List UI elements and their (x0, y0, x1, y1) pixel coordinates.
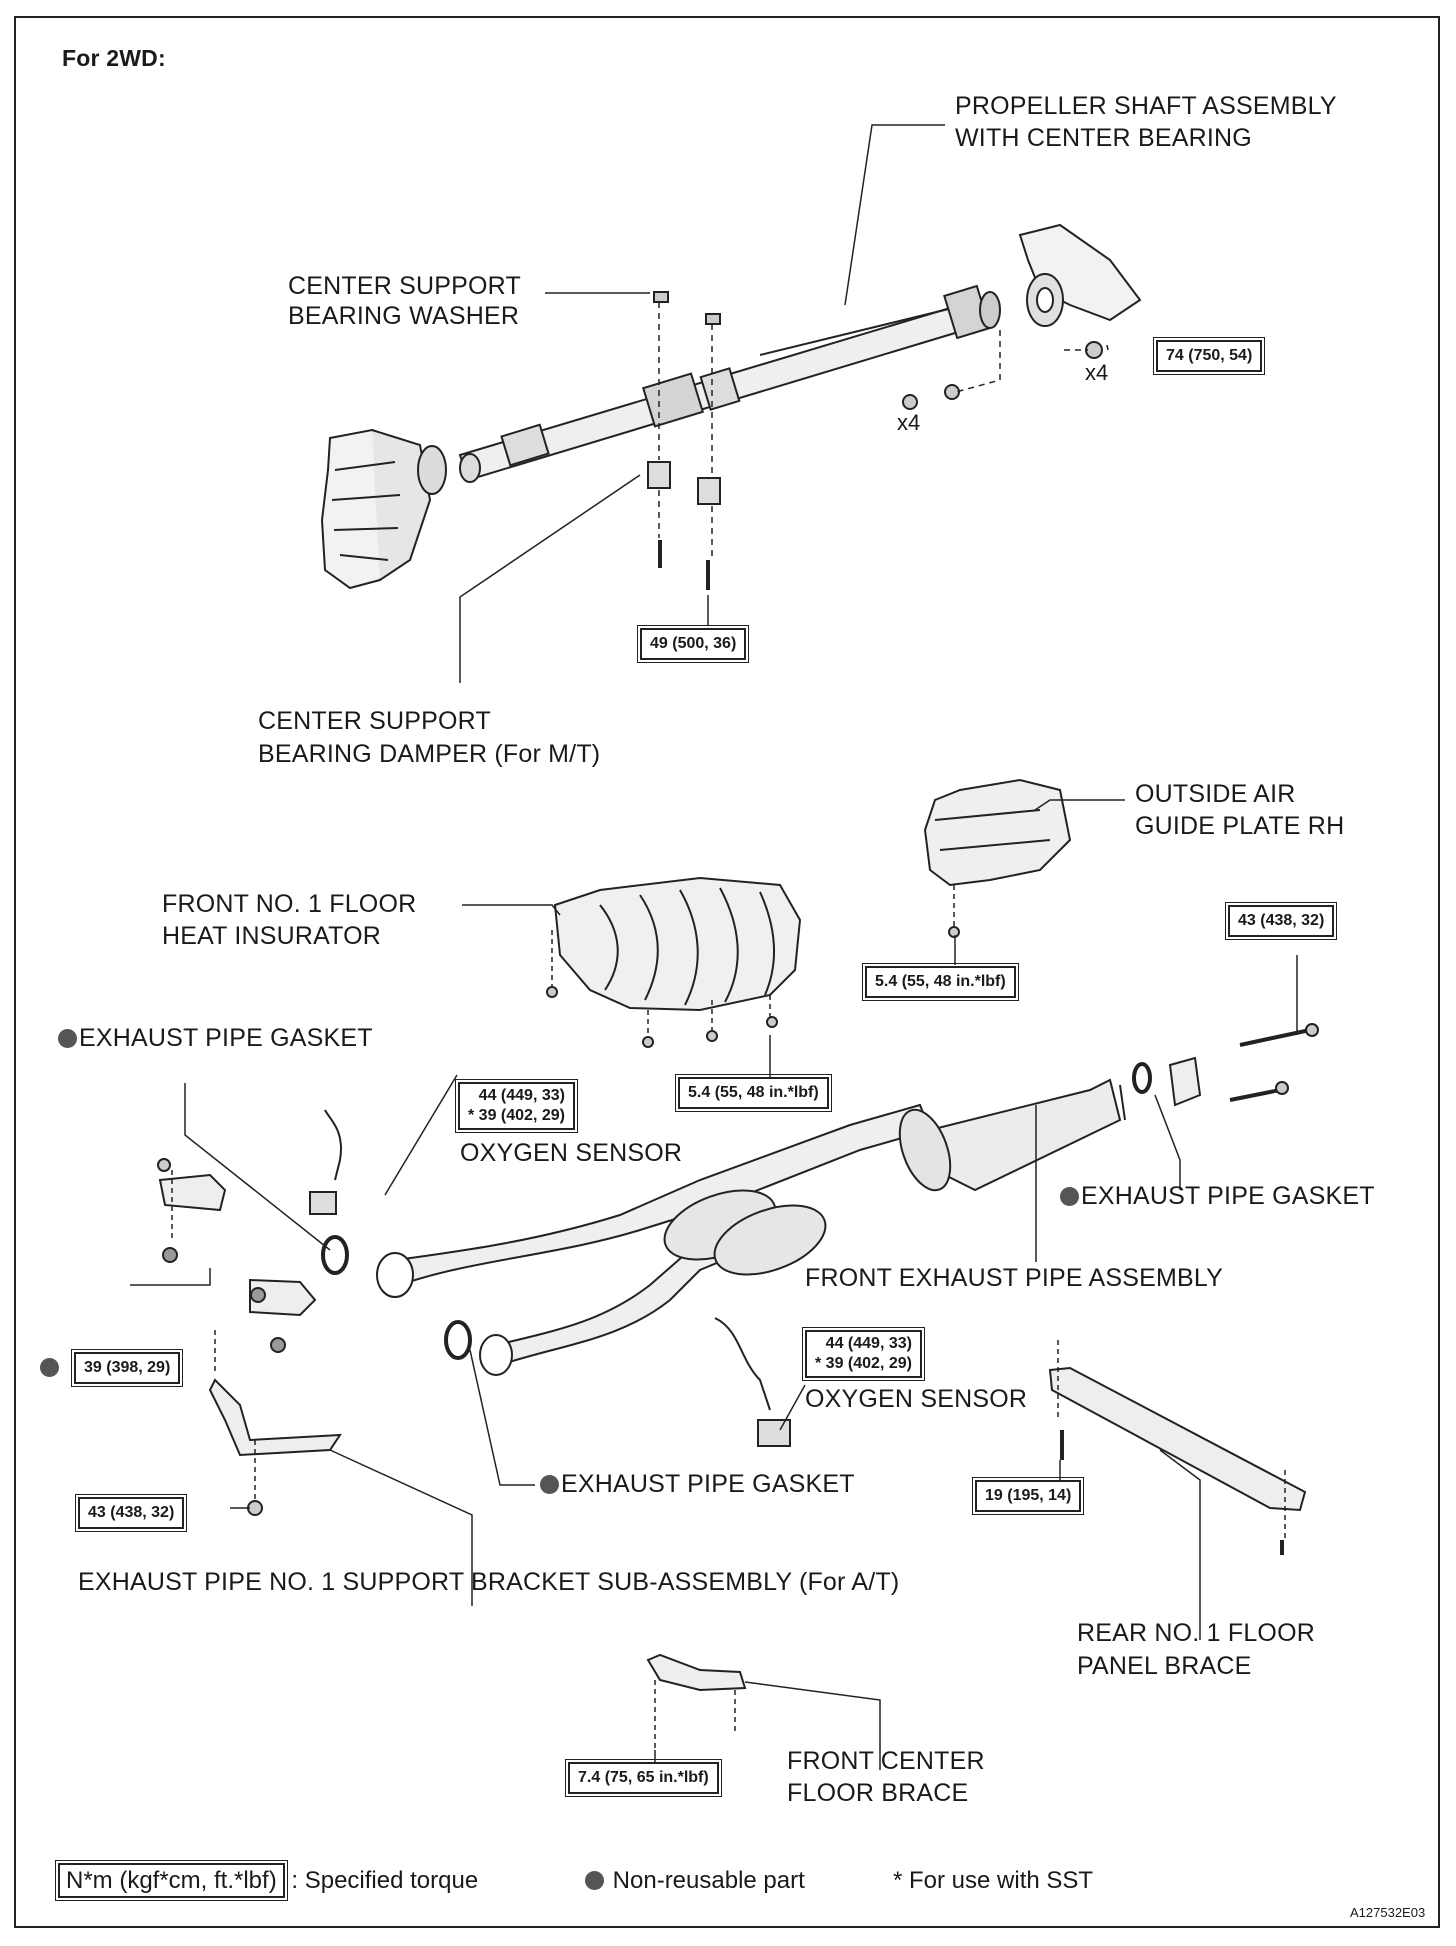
center-support-washer-label-line1: CENTER SUPPORT (288, 272, 521, 300)
exhaust-gasket-text: EXHAUST PIPE GASKET (1081, 1182, 1375, 1210)
support-bracket-label: EXHAUST PIPE NO. 1 SUPPORT BRACKET SUB-A… (78, 1568, 900, 1596)
legend-torque: N*m (kgf*cm, ft.*lbf) : Specified torque (55, 1860, 479, 1901)
torque-5-4-heat: 5.4 (55, 48 in.*lbf) (675, 1074, 832, 1112)
torque-43-top: 43 (438, 32) (1224, 902, 1338, 940)
nonreusable-dot-icon (40, 1358, 59, 1377)
exhaust-gasket-text: EXHAUST PIPE GASKET (79, 1024, 373, 1052)
quantity-x4-left: x4 (897, 410, 921, 435)
torque-oxygen-lower-line2: * 39 (402, 29) (815, 1355, 912, 1372)
torque-19: 19 (195, 14) (971, 1477, 1085, 1515)
rear-floor-brace-label-line2: PANEL BRACE (1077, 1652, 1252, 1680)
outside-air-guide-label-line1: OUTSIDE AIR (1135, 780, 1296, 808)
differential-housing (1018, 223, 1142, 327)
rear-floor-brace-label-line1: REAR NO. 1 FLOOR (1077, 1619, 1315, 1647)
legend-torque-desc: : Specified torque (291, 1867, 479, 1894)
front-heat-insulator-label-line1: FRONT NO. 1 FLOOR (162, 890, 417, 918)
torque-5-4-guide: 5.4 (55, 48 in.*lbf) (862, 963, 1019, 1001)
torque-74: 74 (750, 54) (1152, 337, 1266, 375)
transmission-housing (320, 428, 447, 590)
legend-sst: * For use with SST (893, 1867, 1094, 1894)
torque-43-bottom: 43 (438, 32) (74, 1494, 188, 1532)
leader-lines (130, 124, 1298, 1770)
oxygen-sensor-label-lower: OXYGEN SENSOR (805, 1385, 1028, 1413)
diagram-frame (14, 16, 1440, 1928)
oxygen-sensors (309, 1109, 791, 1447)
rear-floor-brace (1048, 1340, 1307, 1555)
support-brackets (157, 1158, 342, 1516)
exhaust-gasket-label-right: EXHAUST PIPE GASKET (1060, 1180, 1375, 1212)
heat-insulator (546, 876, 802, 1048)
legend-nonreusable-text: Non-reusable part (612, 1867, 805, 1894)
outside-air-guide-label-line2: GUIDE PLATE RH (1135, 812, 1345, 840)
quantity-x4-right: x4 (1085, 360, 1109, 385)
propeller-shaft (458, 284, 1001, 483)
air-guide-plate (923, 778, 1072, 938)
nonreusable-dot-icon (58, 1029, 77, 1048)
nonreusable-dot-icon (540, 1475, 559, 1494)
torque-39: 39 (398, 29) (70, 1349, 184, 1387)
nonreusable-dot-icon (585, 1871, 604, 1890)
propeller-shaft-label-line2: WITH CENTER BEARING (955, 124, 1252, 152)
propeller-shaft-label-line1: PROPELLER SHAFT ASSEMBLY (955, 92, 1337, 120)
center-support-damper-label-line2: BEARING DAMPER (For M/T) (258, 740, 601, 768)
torque-49: 49 (500, 36) (636, 625, 750, 663)
center-support-parts (647, 291, 721, 590)
flange-bolts (902, 330, 1103, 410)
torque-oxygen-lower: 44 (449, 33) * 39 (402, 29) (802, 1327, 925, 1381)
nonreusable-dot-icon (1060, 1187, 1079, 1206)
gaskets (321, 1056, 1202, 1360)
front-exhaust-pipe (376, 1078, 1126, 1376)
center-support-washer-label-line2: BEARING WASHER (288, 302, 520, 330)
torque-7-4: 7.4 (75, 65 in.*lbf) (565, 1759, 722, 1797)
front-exhaust-pipe-label: FRONT EXHAUST PIPE ASSEMBLY (805, 1264, 1224, 1292)
exhaust-gasket-text: EXHAUST PIPE GASKET (561, 1470, 855, 1498)
spring-bolts (1229, 1023, 1319, 1102)
legend-nonreusable: Non-reusable part (585, 1865, 805, 1897)
center-support-damper-label-line1: CENTER SUPPORT (258, 707, 491, 735)
exhaust-gasket-label-lower: EXHAUST PIPE GASKET (540, 1468, 855, 1500)
oxygen-sensor-label-upper: OXYGEN SENSOR (460, 1139, 683, 1167)
legend-torque-unit: N*m (kgf*cm, ft.*lbf) (55, 1860, 288, 1901)
torque-oxygen-lower-line1: 44 (449, 33) (825, 1335, 912, 1352)
torque-oxygen-upper: 44 (449, 33) * 39 (402, 29) (455, 1079, 578, 1133)
front-center-brace (646, 1653, 747, 1750)
torque-oxygen-upper-line2: * 39 (402, 29) (468, 1107, 565, 1124)
exhaust-gasket-label-top-left: EXHAUST PIPE GASKET (58, 1022, 373, 1054)
front-heat-insulator-label-line2: HEAT INSURATOR (162, 922, 382, 950)
page-title: For 2WD: (62, 45, 166, 71)
figure-code: A127532E03 (1350, 1905, 1426, 1920)
front-center-brace-label-line1: FRONT CENTER (787, 1747, 985, 1775)
front-center-brace-label-line2: FLOOR BRACE (787, 1779, 969, 1807)
torque-oxygen-upper-line1: 44 (449, 33) (478, 1087, 565, 1104)
